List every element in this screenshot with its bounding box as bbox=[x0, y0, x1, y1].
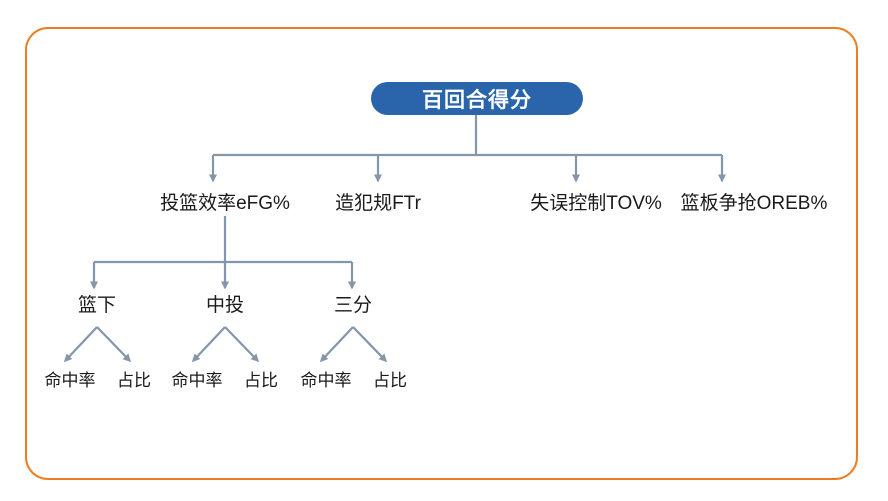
node-level4-mid-fgpct[interactable]: 命中率 bbox=[171, 371, 223, 390]
diagram-border-frame bbox=[25, 27, 858, 480]
node-level4-rim-fgpct[interactable]: 命中率 bbox=[44, 371, 96, 390]
node-level2-ftr[interactable]: 造犯规FTr bbox=[335, 193, 421, 214]
node-level2-tov[interactable]: 失误控制TOV% bbox=[530, 193, 662, 214]
node-level3-at-rim[interactable]: 篮下 bbox=[77, 295, 117, 316]
node-level3-midrange[interactable]: 中投 bbox=[205, 295, 245, 316]
node-level4-three-fgpct[interactable]: 命中率 bbox=[300, 371, 352, 390]
node-root-points-per-100[interactable]: 百回合得分 bbox=[371, 82, 583, 115]
node-level2-oreb[interactable]: 篮板争抢OREB% bbox=[680, 193, 828, 214]
node-level4-rim-share[interactable]: 占比 bbox=[117, 371, 151, 390]
node-level2-efg[interactable]: 投篮效率eFG% bbox=[160, 193, 290, 214]
node-level4-mid-share[interactable]: 占比 bbox=[244, 371, 278, 390]
node-level3-three-point[interactable]: 三分 bbox=[333, 295, 373, 316]
node-level4-three-share[interactable]: 占比 bbox=[373, 371, 407, 390]
